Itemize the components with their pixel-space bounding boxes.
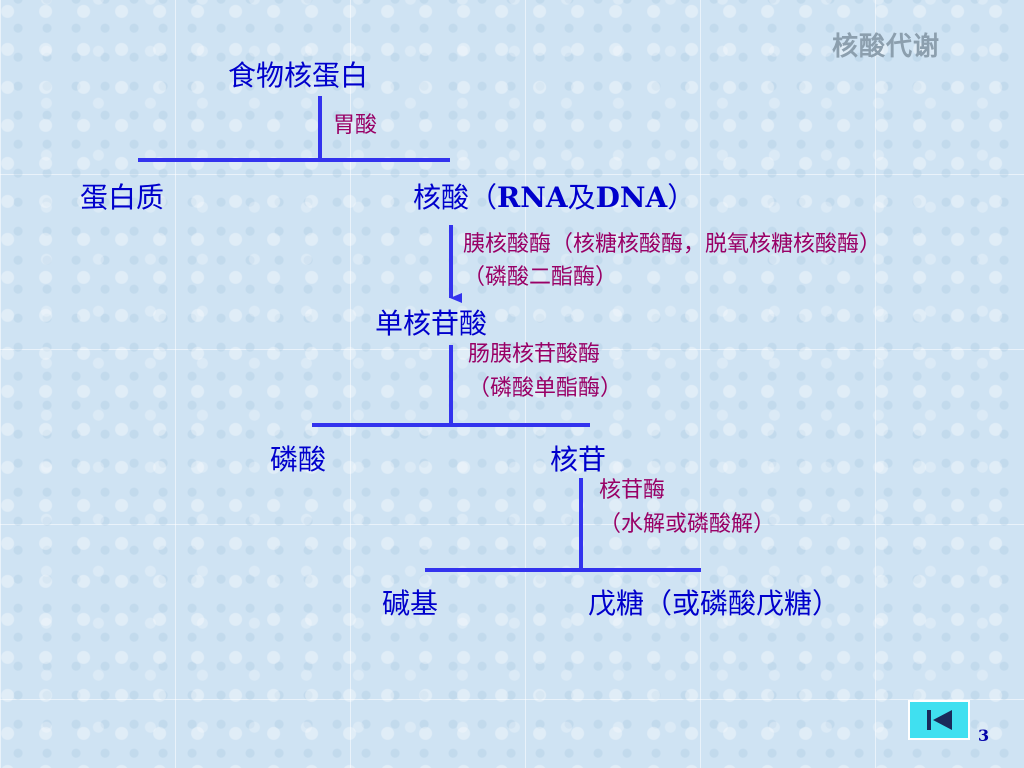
label-nucleosidase: 核苷酶 [599,478,666,503]
nucleic-acid-prefix: 核酸（ [413,181,498,214]
header-title: 核酸代谢 [832,32,941,62]
node-nucleic-acid: 核酸（RNA及DNA） [413,184,695,212]
label-hydrolysis: （水解或磷酸解） [599,512,776,537]
node-phosphate: 磷酸 [270,443,327,476]
node-pentose: 戊糖（或磷酸戊糖） [588,587,841,620]
label-gastric-acid: 胃酸 [333,113,378,138]
nav-first-button[interactable] [908,700,970,740]
nucleic-acid-suffix: ） [667,181,696,214]
node-mononucleotide: 单核苷酸 [375,307,488,340]
label-nuclease: 胰核酸酶（核糖核酸酶，脱氧核糖核酸酶） [463,232,882,257]
node-nucleoside: 核苷 [550,443,607,476]
node-protein: 蛋白质 [80,181,165,214]
label-phosphodiesterase: （磷酸二酯酶） [463,265,618,290]
node-base: 碱基 [382,587,439,620]
nucleic-acid-rna: RNA [497,181,568,214]
node-food-nucleoprotein: 食物核蛋白 [228,59,369,92]
nucleic-acid-and: 及 [567,181,596,214]
skip-to-start-icon [927,710,952,730]
label-phosphomonoesterase: （磷酸单酯酶） [468,376,623,401]
nucleic-acid-dna: DNA [595,181,668,214]
page-number: 3 [978,726,990,745]
label-nucleotidase: 肠胰核苷酸酶 [468,342,601,367]
